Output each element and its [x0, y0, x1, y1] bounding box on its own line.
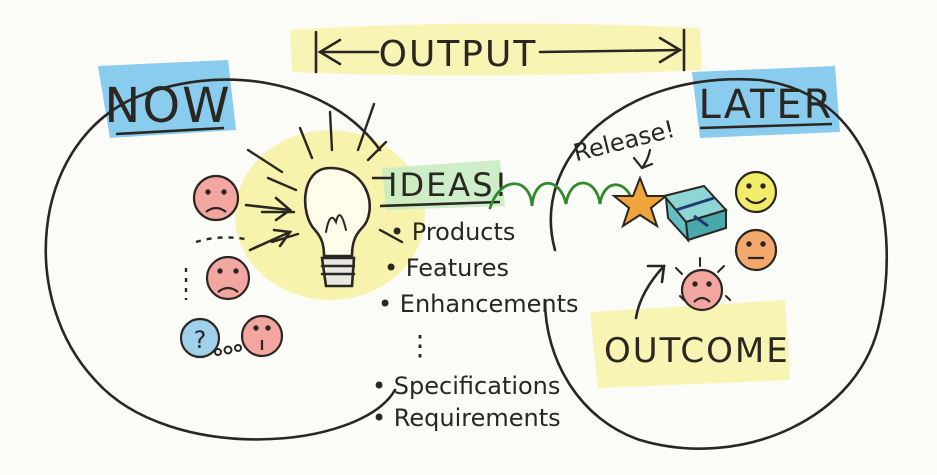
neutral-face	[734, 228, 778, 272]
ideas-underline	[379, 200, 501, 208]
output-highlight	[290, 23, 702, 76]
sad-face-middle	[205, 255, 251, 301]
question-face: ?	[179, 317, 221, 359]
now-highlight	[98, 60, 236, 138]
later-highlight	[692, 66, 840, 138]
later-title: LATER	[699, 82, 834, 128]
ideas-item-products: • Products	[390, 218, 515, 246]
release-label: Release!	[571, 115, 678, 167]
now-underline	[115, 126, 225, 136]
outcome-label: OUTCOME	[604, 331, 790, 371]
sad-face-top	[192, 174, 240, 222]
output-label: OUTPUT	[379, 34, 538, 75]
ideas-highlight	[382, 160, 505, 210]
ideas-item-specifications: • Specifications	[372, 372, 560, 400]
dashes-top	[195, 236, 251, 244]
ideas-item-features: • Features	[384, 254, 509, 282]
face-to-bulb-arrows	[244, 196, 293, 252]
release-arrow	[632, 148, 654, 170]
release-path	[488, 181, 634, 210]
outcome-arrow	[634, 264, 666, 320]
ideas-ellipsis: ⋮	[406, 329, 434, 362]
thought-dots	[214, 344, 242, 356]
surprise-lines	[675, 257, 731, 301]
output-arrow	[314, 28, 686, 74]
lightbulb-icon	[303, 166, 371, 288]
ideas-list: • Products • Features • Enhancements ⋮ •…	[372, 218, 579, 432]
sad-face-bottom	[240, 314, 284, 358]
svg-text:?: ?	[194, 326, 207, 354]
later-underline	[699, 122, 833, 130]
sad-face-later	[680, 268, 724, 312]
gift-box-icon	[662, 184, 728, 243]
ideas-title: IDEAS!	[388, 166, 509, 204]
later-circle	[543, 77, 889, 450]
outcome-highlight	[590, 300, 790, 388]
now-circle	[44, 78, 397, 441]
ideas-item-enhancements: • Enhancements	[378, 290, 579, 318]
ideas-item-requirements: • Requirements	[372, 404, 561, 432]
star-icon	[611, 175, 669, 229]
now-title: NOW	[104, 78, 231, 134]
happy-face	[734, 170, 778, 214]
